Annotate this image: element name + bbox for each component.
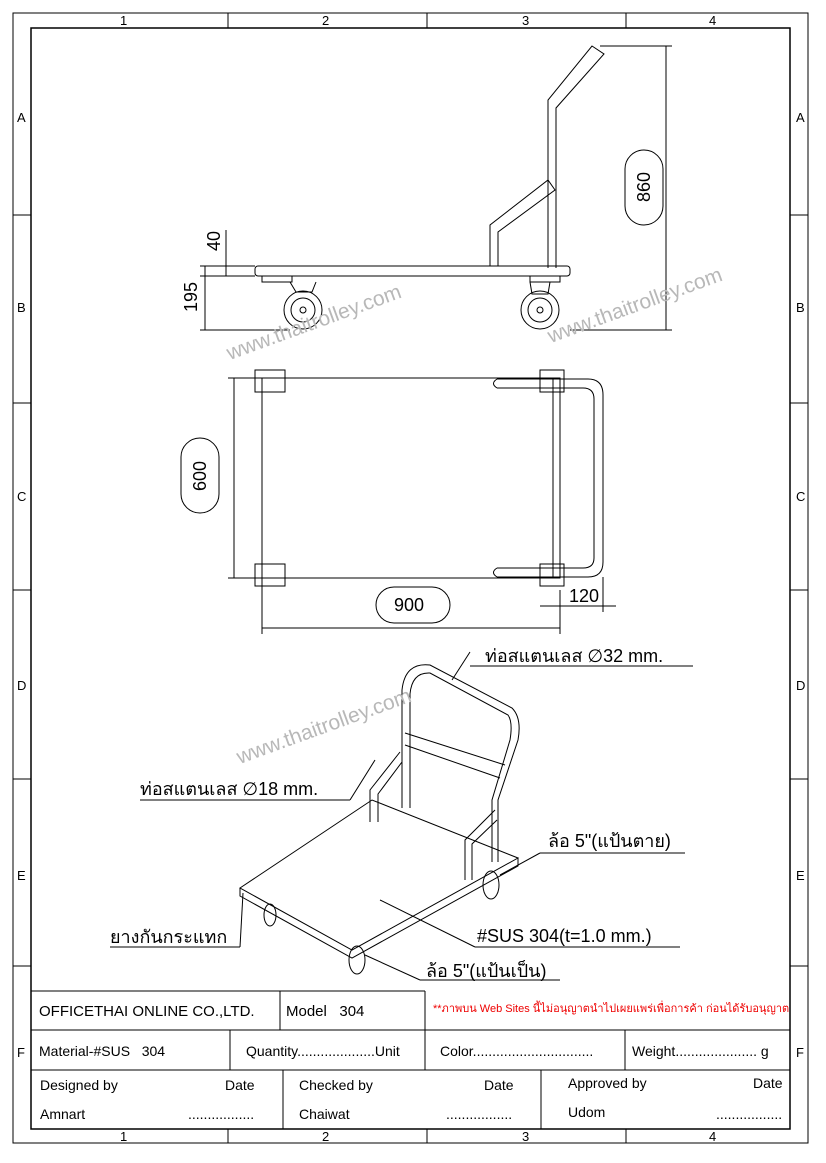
dim-handle-offset: 120 [569,586,600,606]
company-name: OFFICETHAI ONLINE CO.,LTD. [39,1003,255,1020]
checker-name: Chaiwat [299,1106,350,1122]
designed-date-label: Date [225,1077,255,1093]
outer-border [12,12,809,1144]
iso-view [110,651,693,981]
zone-row-a-right: A [796,110,805,125]
zone-row-b-right: B [796,300,805,315]
zone-row-d: D [17,678,27,693]
checked-by-label: Checked by [299,1077,373,1093]
zone-row-f-right: F [796,1045,804,1060]
callout-bumper: ยางกันกระแทก [110,927,228,947]
zone-col-3-bottom: 3 [522,1129,530,1144]
dim-deck-thickness: 40 [204,230,224,252]
title-block-lines [31,990,790,1129]
inner-border [30,27,791,1130]
zone-ticks [13,13,808,1143]
dim-height-total: 860 [634,171,654,203]
dimension-ovals [180,149,664,624]
dim-platform-height: 195 [181,281,201,312]
callout-wheel-swivel: ล้อ 5"(แป้นเป็น) [426,961,547,981]
checked-date-label: Date [484,1077,514,1093]
zone-col-4-bottom: 4 [709,1129,717,1144]
side-view [200,45,672,331]
top-view [228,369,616,634]
copyright-notice: **ภาพบน Web Sites นี้ไม่อนุญาตนำไปเผยแพร… [433,1003,790,1015]
approver-name: Udom [568,1104,606,1120]
zone-row-f: F [17,1045,25,1060]
zone-row-b: B [17,300,26,315]
zone-row-c: C [17,489,27,504]
weight: Weight..................... g [632,1043,769,1059]
zone-row-d-right: D [796,678,806,693]
zone-col-2-bottom: 2 [322,1129,330,1144]
designed-by-label: Designed by [40,1077,118,1093]
model: Model 304 [286,1003,365,1020]
zone-col-3: 3 [522,13,530,28]
approved-by-label: Approved by [568,1075,647,1091]
designer-name: Amnart [40,1106,86,1122]
color: Color............................... [440,1043,594,1059]
zone-col-1: 1 [120,13,128,28]
approved-date: ................. [716,1106,783,1122]
zone-row-e-right: E [796,868,805,883]
quantity: Quantity....................Unit [246,1043,400,1059]
callout-deck-material: #SUS 304(t=1.0 mm.) [477,926,652,946]
zone-col-4: 4 [709,13,717,28]
zone-row-a: A [17,110,26,125]
zone-row-c-right: C [796,489,806,504]
checked-date: ................. [446,1106,513,1122]
zone-col-2: 2 [322,13,330,28]
zone-col-1-bottom: 1 [120,1129,128,1144]
material: Material-#SUS 304 [39,1043,166,1059]
designed-date: ................. [188,1106,255,1122]
dim-width: 600 [190,460,210,492]
approved-date-label: Date [753,1075,783,1091]
callout-wheel-fixed: ล้อ 5"(แป้นตาย) [548,831,671,851]
zone-row-e: E [17,868,26,883]
dim-length: 900 [394,595,425,615]
callout-tube-32: ท่อสแตนเลส ∅32 mm. [485,646,664,666]
callout-tube-18: ท่อสแตนเลส ∅18 mm. [140,779,319,799]
